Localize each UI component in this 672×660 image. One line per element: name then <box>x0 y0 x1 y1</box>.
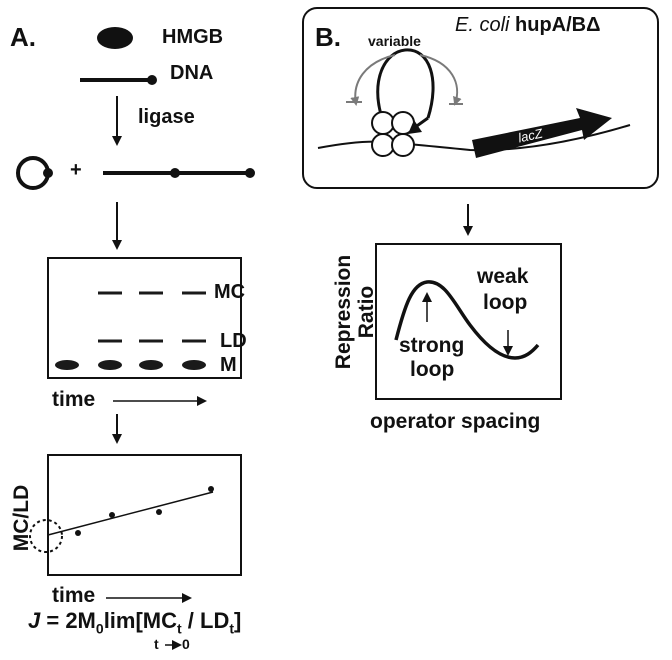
dna-legend-label: DNA <box>170 62 214 84</box>
gel-band-m-4 <box>182 360 206 370</box>
plot-point-4 <box>208 486 214 492</box>
repression-y-label-line1: Repression <box>332 254 355 370</box>
linear-multimer-node-1 <box>170 168 180 178</box>
gel-time-label: time <box>52 388 96 411</box>
plot-y-label: MC/LD <box>10 484 33 552</box>
repression-curve <box>394 280 540 360</box>
formula-slash: / LD <box>181 608 230 633</box>
repression-y-label-line2: Ratio <box>355 285 378 339</box>
gel-band-mc-label: MC <box>214 281 246 303</box>
j-factor-formula: J = 2M0lim[MCt / LDt] <box>28 608 241 636</box>
strain-delta: Δ <box>586 14 601 36</box>
dna-legend-end-icon <box>147 75 157 85</box>
formula-sub-t1: t <box>177 620 182 637</box>
formula-sub-t2: t <box>229 620 235 637</box>
plus-sign: + <box>70 159 82 181</box>
dna-loop <box>376 48 435 119</box>
formula-eq: = 2M <box>40 608 96 633</box>
gel-band-m-2 <box>98 360 122 370</box>
gel-box <box>47 257 242 379</box>
formula-lim: lim[MC <box>103 608 178 633</box>
panel-a-letter: A. <box>10 22 36 52</box>
strain-label: E. coli hupA/BΔ <box>455 14 601 37</box>
strain-species: E. coli <box>455 14 510 36</box>
strong-loop-label-line1: strong <box>399 334 465 357</box>
hmgb-legend-label: HMGB <box>162 26 224 48</box>
variable-loop-label: variable <box>368 33 421 49</box>
plot-fit-line <box>47 491 214 536</box>
gel-band-m-3 <box>139 360 163 370</box>
plot-box <box>47 454 242 576</box>
formula-j: J <box>28 608 41 633</box>
gel-band-ld-label: LD <box>220 330 247 352</box>
lacz-gene-arrow <box>472 108 612 158</box>
plot-point-2 <box>109 512 115 518</box>
repressor-subunit-1 <box>371 111 395 135</box>
circular-product-node <box>43 168 53 178</box>
repressor-subunit-3 <box>371 133 395 157</box>
plot-point-3 <box>156 509 162 515</box>
ligase-label: ligase <box>138 106 195 128</box>
gel-band-m-1 <box>55 360 79 370</box>
weak-loop-label-line1: weak <box>477 265 529 288</box>
promoter-arrow-head <box>408 120 422 134</box>
gel-band-m-label: M <box>220 354 237 376</box>
strong-loop-label-line2: loop <box>410 358 455 381</box>
plot-point-1 <box>75 530 81 536</box>
plot-x-label: time <box>52 584 96 607</box>
limit-target: 0 <box>182 636 190 652</box>
formula-close: ] <box>234 608 242 633</box>
panel-b-letter: B. <box>315 22 341 52</box>
formula-sub-0: 0 <box>95 620 104 637</box>
operator-dna-line <box>317 124 631 152</box>
operator-spacing-label: operator spacing <box>370 410 541 433</box>
repressor-subunit-4 <box>391 133 415 157</box>
hmgb-legend-icon <box>97 27 133 49</box>
plot-intercept-highlight <box>29 519 63 553</box>
spacing-arrow-right <box>419 54 462 106</box>
weak-loop-label-line2: loop <box>483 291 528 314</box>
strain-genes: hupA/B <box>515 14 587 36</box>
linear-multimer-node-2 <box>245 168 255 178</box>
spacing-arrow-left <box>350 54 396 106</box>
limit-variable: t <box>154 636 159 652</box>
